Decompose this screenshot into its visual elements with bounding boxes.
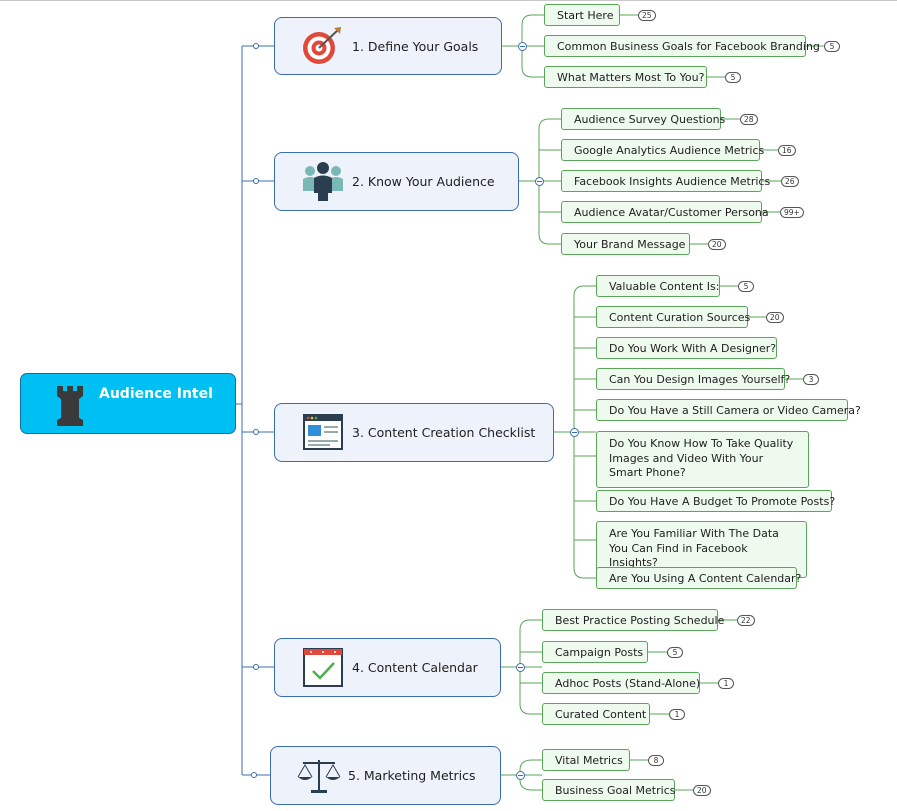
count-badge[interactable]: 20 [766, 312, 784, 323]
subtopic[interactable]: Best Practice Posting Schedule [542, 609, 724, 631]
subtopic[interactable]: Are You Using A Content Calendar? [596, 567, 801, 589]
count-badge[interactable]: 5 [738, 281, 754, 292]
count-badge[interactable]: 99+ [780, 207, 804, 218]
subtopic[interactable]: Do You Have a Still Camera or Video Came… [596, 399, 861, 421]
count-badge[interactable]: 5 [824, 41, 840, 52]
connector-dot [253, 43, 259, 49]
webpage-icon [303, 414, 343, 450]
topic-label: 1. Define Your Goals [352, 38, 479, 54]
count-badge[interactable]: 26 [781, 176, 799, 187]
topic-define-goals[interactable]: 1. Define Your Goals [274, 17, 502, 75]
subtopic[interactable]: Audience Avatar/Customer Persona [561, 201, 769, 223]
topic-marketing-metrics[interactable]: 5. Marketing Metrics [270, 746, 501, 805]
subtopic[interactable]: Business Goal Metrics [542, 779, 675, 801]
count-badge[interactable]: 28 [740, 114, 758, 125]
subtopic[interactable]: Valuable Content Is: [596, 275, 720, 297]
connector-dot [251, 772, 257, 778]
topic-content-calendar[interactable]: 4. Content Calendar [274, 638, 501, 697]
count-badge[interactable]: 5 [667, 647, 683, 658]
subtopic[interactable]: Audience Survey Questions [561, 108, 725, 130]
subtopic[interactable]: Do You Know How To Take Quality Images a… [596, 431, 809, 488]
subtopic[interactable]: Start Here [544, 4, 620, 26]
count-badge[interactable]: 25 [638, 10, 656, 21]
count-badge[interactable]: 16 [778, 145, 796, 156]
subtopic[interactable]: Adhoc Posts (Stand-Alone) [542, 672, 700, 694]
central-topic-label: Audience Intel [99, 386, 213, 402]
scales-icon [297, 760, 341, 793]
count-badge[interactable]: 20 [708, 239, 726, 250]
subtopic[interactable]: What Matters Most To You? [544, 66, 707, 88]
topic-label: 4. Content Calendar [352, 660, 478, 675]
subtopic[interactable]: Google Analytics Audience Metrics [561, 139, 764, 161]
topic-label: 5. Marketing Metrics [348, 768, 476, 783]
collapse-toggle-metrics[interactable] [516, 771, 525, 780]
connector-dot [253, 429, 259, 435]
count-badge[interactable]: 5 [725, 72, 741, 83]
collapse-toggle-content[interactable] [570, 428, 579, 437]
count-badge[interactable]: 20 [693, 785, 711, 796]
top-border [0, 0, 897, 1]
subtopic[interactable]: Curated Content [542, 703, 650, 725]
subtopic[interactable]: Do You Work With A Designer? [596, 337, 777, 359]
count-badge[interactable]: 1 [718, 678, 734, 689]
subtopic[interactable]: Can You Design Images Yourself? [596, 368, 790, 390]
subtopic[interactable]: Common Business Goals for Facebook Brand… [544, 35, 820, 57]
subtopic[interactable]: Facebook Insights Audience Metrics [561, 170, 770, 192]
subtopic[interactable]: Vital Metrics [542, 749, 630, 771]
subtopic[interactable]: Content Curation Sources [596, 306, 750, 328]
collapse-toggle-goals[interactable] [518, 42, 527, 51]
count-badge[interactable]: 8 [648, 755, 664, 766]
topic-label: 3. Content Creation Checklist [352, 425, 536, 440]
central-topic[interactable]: Audience Intel [20, 373, 236, 434]
calendar-check-icon [303, 648, 343, 687]
people-icon [303, 162, 343, 201]
target-icon [303, 27, 341, 64]
count-badge[interactable]: 1 [669, 709, 685, 720]
collapse-toggle-audience[interactable] [535, 177, 544, 186]
topic-label: 2. Know Your Audience [352, 174, 495, 189]
subtopic[interactable]: Do You Have A Budget To Promote Posts? [596, 490, 835, 512]
rook-icon [57, 386, 83, 426]
connector-dot [253, 664, 259, 670]
count-badge[interactable]: 22 [737, 615, 755, 626]
collapse-toggle-calendar[interactable] [516, 663, 525, 672]
connector-dot [253, 178, 259, 184]
subtopic[interactable]: Campaign Posts [542, 641, 648, 663]
topic-know-audience[interactable]: 2. Know Your Audience [274, 152, 519, 211]
topic-content-checklist[interactable]: 3. Content Creation Checklist [274, 403, 554, 462]
count-badge[interactable]: 3 [803, 374, 819, 385]
subtopic[interactable]: Your Brand Message [561, 233, 690, 255]
